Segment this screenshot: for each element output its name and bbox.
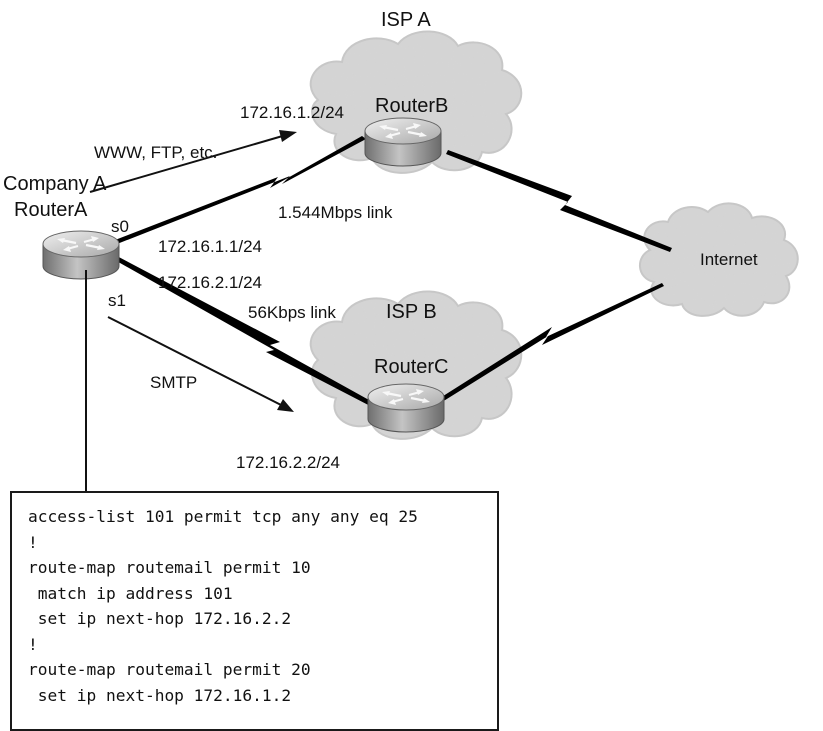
internet-cloud	[639, 202, 799, 317]
router-b-label: RouterB	[375, 95, 448, 117]
config-line: set ip next-hop 172.16.1.2	[28, 685, 292, 705]
router-a-s1-ip-label: 172.16.2.1/24	[158, 273, 262, 292]
router-c-icon[interactable]	[366, 382, 446, 434]
router-a-icon[interactable]	[41, 229, 121, 281]
www-ftp-arrow	[89, 130, 297, 193]
www-ftp-label: WWW, FTP, etc.	[94, 143, 217, 162]
config-line: !	[28, 532, 38, 552]
config-line: set ip next-hop 172.16.2.2	[28, 609, 292, 628]
config-line: route-map routemail permit 20	[28, 660, 311, 679]
t1-link-label: 1.544Mbps link	[278, 203, 393, 222]
router-a-s0-ip-label: 172.16.1.1/24	[158, 237, 262, 256]
company-a-label: Company A	[3, 173, 107, 195]
router-c-label: RouterC	[374, 356, 448, 378]
link-routerc-internet	[440, 283, 664, 402]
router-c-ip-label: 172.16.2.2/24	[236, 453, 340, 472]
router-b-ip-label: 172.16.1.2/24	[240, 103, 344, 122]
config-box: access-list 101 permit tcp any any eq 25…	[10, 491, 499, 731]
s0-interface-label: s0	[111, 217, 129, 236]
link-routerb-internet	[446, 150, 672, 252]
smtp-label: SMTP	[150, 373, 197, 392]
internet-label: Internet	[700, 250, 758, 269]
link-routera-routerc	[113, 255, 378, 409]
config-line: access-list 101 permit tcp any any eq 25	[28, 507, 418, 526]
s1-interface-label: s1	[108, 291, 126, 310]
56k-link-label: 56Kbps link	[248, 303, 336, 322]
smtp-arrow	[107, 316, 294, 412]
isp-a-label: ISP A	[381, 9, 431, 31]
link-routera-routerb	[115, 136, 366, 244]
router-a-label: RouterA	[14, 199, 88, 221]
router-b-icon[interactable]	[363, 116, 443, 168]
config-line: match ip address 101	[28, 583, 233, 603]
config-line: !	[28, 634, 38, 654]
isp-b-label: ISP B	[386, 301, 437, 323]
config-line: route-map routemail permit 10	[28, 558, 311, 577]
